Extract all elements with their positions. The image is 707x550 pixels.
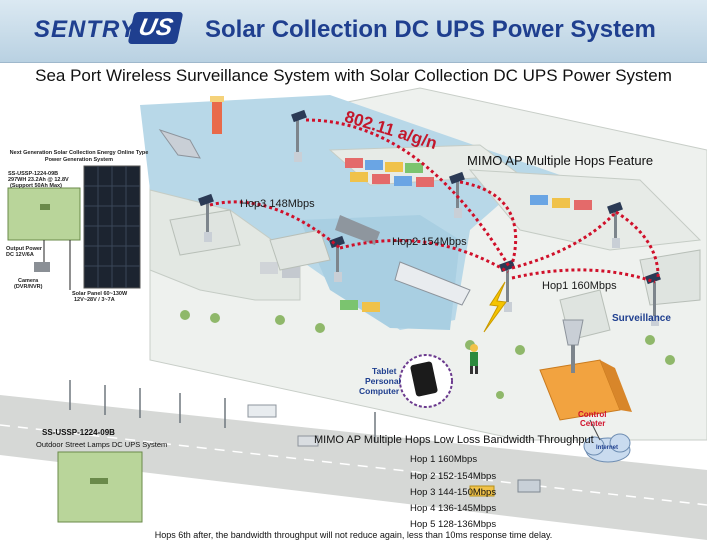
bandwidth-row: Hop 4 136-145Mbps [410, 503, 497, 514]
solar-ap-tower [329, 235, 345, 282]
control-center-building [539, 359, 632, 421]
solar-panel-device [7, 165, 141, 290]
tablet-label: Tablet [372, 366, 397, 376]
camera-line2: (DVR/NVR) [14, 284, 43, 290]
solar-heading-line1: Next Generation Solar Collection Energy … [9, 150, 149, 156]
solar-output-line2: DC 12V/6A [6, 252, 34, 258]
brand-logo-primary: SENTRY [34, 16, 137, 43]
solar-ap-tower [291, 109, 307, 162]
bandwidth-title: MIMO AP Multiple Hops Low Loss Bandwidth… [314, 434, 594, 446]
main-ap-mast [562, 319, 584, 373]
solar-ap-tower [607, 201, 623, 248]
street-lamp-ups-model: SS-USSP-1224-09B [42, 428, 115, 437]
center-label: Center [580, 419, 606, 428]
tablet-callout [399, 354, 453, 408]
street-lamp-ups-device [57, 451, 143, 523]
solar-battery-line1: 297WH 23.2Ah @ 12.8V [8, 177, 69, 183]
personal-label: Personal [365, 376, 401, 386]
hop2-label: Hop2 154Mbps [392, 236, 467, 248]
camera-line1: Camera [18, 278, 39, 284]
solar-panel-line1: Solar Panel 60~130W [72, 291, 128, 297]
solar-panel-line2: 12V~28V / 3~7A [74, 297, 115, 303]
bandwidth-row: Hop 1 160Mbps [410, 454, 478, 465]
page-title: Solar Collection DC UPS Power System [205, 16, 656, 43]
ships [158, 129, 471, 306]
header-bar: SENTRY US Solar Collection DC UPS Power … [0, 0, 707, 63]
internet-label: Internet [596, 445, 619, 451]
solar-battery-line2: (Support 50Ah Max) [10, 183, 62, 189]
hop1-label: Hop1 160Mbps [542, 280, 617, 292]
surveillance-label: Surveillance [612, 313, 671, 324]
lighthouse [210, 96, 224, 134]
mimo-feature-label: MIMO AP Multiple Hops Feature [467, 153, 654, 168]
worker-figure [470, 344, 478, 374]
bandwidth-row: Hop 3 144-150Mbps [410, 487, 497, 498]
brand-logo: SENTRY US [28, 12, 184, 50]
footnote: Hops 6th after, the bandwidth throughput… [154, 530, 553, 540]
bandwidth-row: Hop 5 128-136Mbps [410, 519, 497, 530]
bandwidth-row: Hop 2 152-154Mbps [410, 471, 497, 482]
highway [0, 395, 707, 540]
page-subtitle: Sea Port Wireless Surveillance System wi… [35, 66, 672, 85]
street-lamps [69, 380, 376, 442]
solar-output-line1: Output Power [6, 246, 43, 252]
computer-label: Computer [359, 386, 400, 396]
internet-cloud-icon [583, 433, 631, 463]
solar-heading-line2: Power Generation System [44, 157, 114, 163]
street-lamp-ups-name: Outdoor Street Lamps DC UPS System [36, 440, 168, 449]
control-label: Control [578, 410, 607, 419]
hop3-label: Hop3 148Mbps [240, 198, 315, 210]
vehicles [247, 404, 541, 497]
wireless-links [209, 118, 660, 284]
solar-ap-tower [198, 193, 214, 242]
solar-model: SS-USSP-1224-09B [8, 171, 59, 177]
wireless-signal-bolt-icon [483, 281, 507, 333]
